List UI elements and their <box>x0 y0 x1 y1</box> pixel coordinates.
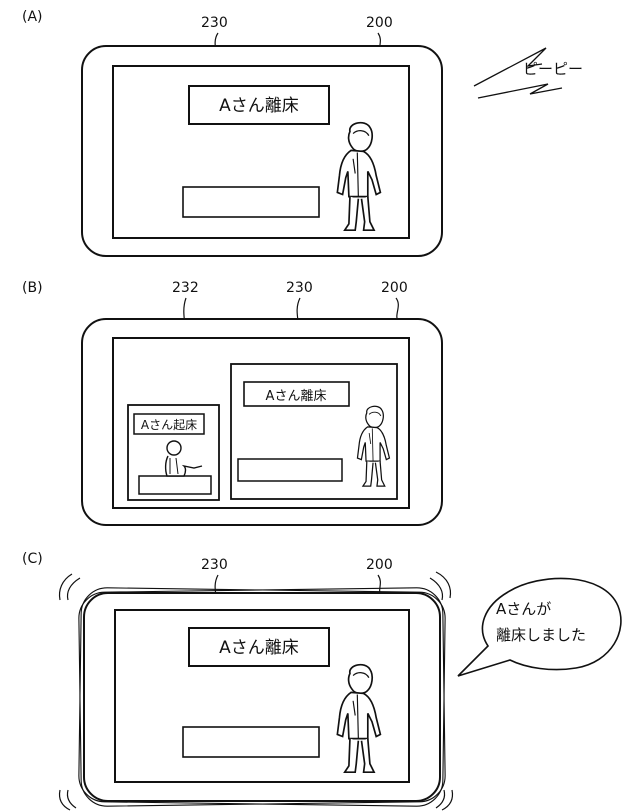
panel-c-label: (C) <box>22 551 43 567</box>
speech-line-1: Aさんが <box>496 600 551 618</box>
alarm-lightning-lower <box>477 83 563 99</box>
blank-box-b <box>237 458 343 482</box>
vibration-outline-2 <box>78 587 446 807</box>
vibration-arc-bl-1 <box>58 789 71 811</box>
vibration-arc-br-1 <box>441 789 454 811</box>
vibration-arc-tl-1 <box>58 573 73 601</box>
speech-line-2: 離床しました <box>496 626 586 644</box>
vibration-arc-tr-2 <box>429 577 444 601</box>
notice-text-c: Aさん離床 <box>219 638 299 658</box>
vibration-arc-tl-2 <box>66 577 81 601</box>
ref-200-b: 200 <box>381 280 408 296</box>
alarm-lightning-upper <box>473 47 547 87</box>
ref-230-c: 230 <box>201 557 228 573</box>
panel-b: (B) 232 230 200 Aさん起床 Aさん離床 <box>22 280 443 526</box>
notice-box-a <box>188 85 330 125</box>
panel-a: (A) 230 200 Aさん離床 ピーピー <box>22 9 583 257</box>
ref-200-c: 200 <box>366 557 393 573</box>
alarm-sound-text: ピーピー <box>523 60 583 78</box>
vibration-arc-tr-1 <box>435 571 452 599</box>
notice-box-c <box>188 627 330 667</box>
sub-notice-box-b <box>133 413 205 435</box>
sub-notice-text-b: Aさん起床 <box>141 418 197 432</box>
blank-box-c <box>182 726 320 758</box>
panel-c: (C) 230 200 Aさん離床 Aさんが 離床しました <box>22 551 622 811</box>
vibration-arc-br-2 <box>435 789 446 809</box>
ref-230-a: 230 <box>201 15 228 31</box>
blank-box-a <box>182 186 320 218</box>
ref-232-b: 232 <box>172 280 199 296</box>
panel-a-label: (A) <box>22 9 43 25</box>
notice-text-a: Aさん離床 <box>219 96 299 116</box>
bed-icon-b <box>138 475 212 495</box>
vibration-arc-bl-2 <box>66 789 77 809</box>
notice-text-b: Aさん離床 <box>266 389 327 404</box>
ref-230-b: 230 <box>286 280 313 296</box>
ref-200-a: 200 <box>366 15 393 31</box>
notice-box-b <box>243 381 350 407</box>
panel-b-label: (B) <box>22 280 43 296</box>
speech-bubble <box>457 577 622 677</box>
